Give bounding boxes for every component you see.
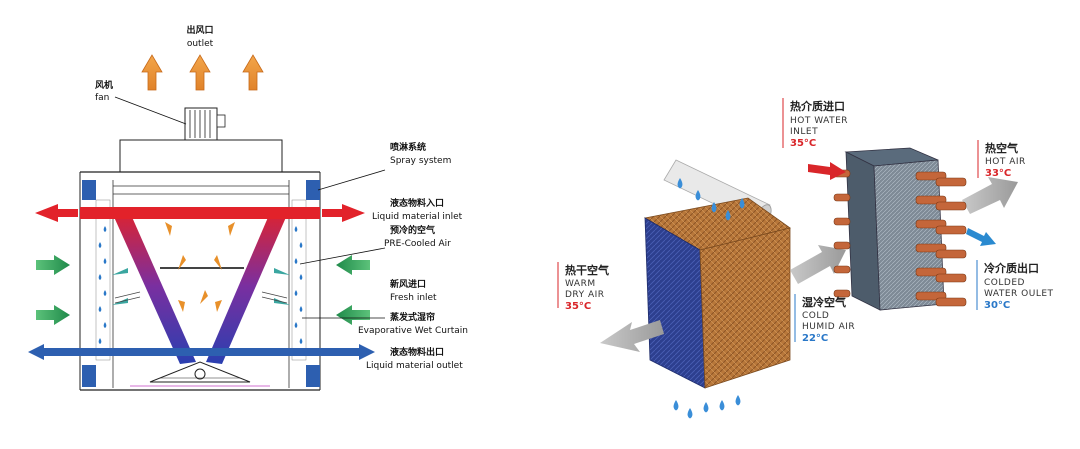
water-drop — [294, 258, 298, 264]
warm-dry-temp: 35°C — [565, 301, 591, 312]
hot-water-arrow — [808, 162, 846, 180]
hot-air-arrow — [962, 177, 1018, 214]
precooled-label-en: PRE-Cooled Air — [384, 239, 451, 249]
outletliq-label-zh: 液态物料出口 — [390, 346, 444, 358]
copper-tube — [935, 177, 967, 187]
water-drop — [294, 290, 298, 296]
copper-tube — [935, 273, 967, 283]
outlet-label-en: outlet — [187, 39, 214, 49]
hot-water-label-en2: INLET — [790, 127, 818, 137]
water-drop — [739, 198, 745, 209]
water-drop — [687, 408, 693, 419]
water-drops — [673, 178, 745, 419]
inlet-label-zh: 液态物料入口 — [390, 197, 444, 209]
copper-tube-left — [833, 241, 851, 250]
water-drop — [98, 242, 102, 248]
liquid-outlet-pipe — [28, 344, 375, 360]
liquid-inlet-pipe — [35, 204, 365, 222]
left-diagram: 出风口 outlet 风机 fan — [28, 24, 468, 391]
cold-humid-label-en1: COLD — [802, 311, 829, 321]
curtain-label-zh: 蒸发式湿帘 — [390, 311, 435, 323]
inner-air-arrows — [112, 268, 290, 305]
cold-humid-label-zh: 湿冷空气 — [802, 295, 846, 309]
outletliq-label-en: Liquid material outlet — [366, 361, 463, 371]
right-diagram: 热介质进口 HOT WATER INLET 35°C 热空气 HOT AIR 3… — [557, 98, 1054, 419]
cold-water-label-en1: COLDED — [984, 278, 1025, 288]
bottom-support — [130, 361, 270, 387]
spray-label-en: Spray system — [390, 156, 451, 166]
cold-water-arrow — [966, 228, 996, 246]
cold-water-label-en2: WATER OULET — [984, 289, 1054, 299]
warm-dry-label-zh: 热干空气 — [565, 263, 609, 277]
water-drop — [103, 290, 107, 296]
water-drop — [695, 190, 701, 201]
water-drop — [294, 322, 298, 328]
hot-water-label-zh: 热介质进口 — [790, 99, 845, 113]
water-drop — [735, 395, 741, 406]
copper-tube — [935, 249, 967, 259]
curtain-label-en: Evaporative Wet Curtain — [358, 326, 468, 336]
water-drop — [294, 226, 298, 232]
water-drop — [725, 210, 731, 221]
fresh-air-arrows — [36, 255, 370, 325]
cold-humid-label-en2: HUMID AIR — [802, 322, 855, 332]
fan-label-en: fan — [95, 93, 109, 103]
water-drop — [103, 226, 107, 232]
hot-air-label-en: HOT AIR — [985, 157, 1026, 167]
water-drop — [677, 178, 683, 189]
water-drop — [299, 274, 303, 280]
inner-louvers — [114, 291, 288, 304]
hot-water-temp: 35°C — [790, 138, 816, 149]
fan-label-zh: 风机 — [95, 79, 113, 91]
copper-tube — [935, 201, 967, 211]
inlet-label-en: Liquid material inlet — [372, 212, 463, 222]
warm-air-arrow — [600, 320, 664, 352]
water-drop — [103, 258, 107, 264]
precooled-air-arrows — [165, 222, 235, 312]
cold-air-arrow — [790, 245, 846, 284]
evaporative-pad — [643, 197, 791, 389]
water-drop — [711, 202, 717, 213]
cold-water-label-zh: 冷介质出口 — [984, 261, 1039, 275]
hot-air-temp: 33°C — [985, 168, 1011, 179]
cold-humid-temp: 22°C — [802, 333, 828, 344]
copper-tube-left — [833, 193, 851, 202]
water-drop — [98, 306, 102, 312]
v-tubes — [110, 208, 290, 364]
copper-tube-left — [833, 289, 851, 298]
warm-dry-label-en2: DRY AIR — [565, 290, 605, 300]
water-drop — [103, 322, 107, 328]
fresh-label-zh: 新风进口 — [390, 278, 426, 290]
water-drop — [719, 400, 725, 411]
copper-tube-left — [833, 265, 851, 274]
water-drop — [299, 242, 303, 248]
hot-water-label-en1: HOT WATER — [790, 116, 848, 126]
water-drop — [299, 338, 303, 344]
outlet-label-zh: 出风口 — [186, 24, 213, 36]
water-drop — [98, 274, 102, 280]
water-drop — [703, 402, 709, 413]
water-drop — [299, 306, 303, 312]
spray-label-zh: 喷淋系统 — [390, 141, 426, 153]
copper-tube — [935, 297, 967, 307]
water-drop — [98, 338, 102, 344]
housing — [79, 139, 321, 391]
copper-tube — [935, 225, 967, 235]
fresh-label-en: Fresh inlet — [390, 293, 437, 303]
hot-air-label-zh: 热空气 — [985, 141, 1018, 155]
warm-dry-label-en1: WARM — [565, 279, 596, 289]
cold-water-temp: 30°C — [984, 300, 1010, 311]
copper-tube-left — [833, 217, 851, 226]
precooled-label-zh: 预冷的空气 — [390, 224, 435, 236]
water-drop — [673, 400, 679, 411]
outlet-arrows — [141, 54, 264, 91]
